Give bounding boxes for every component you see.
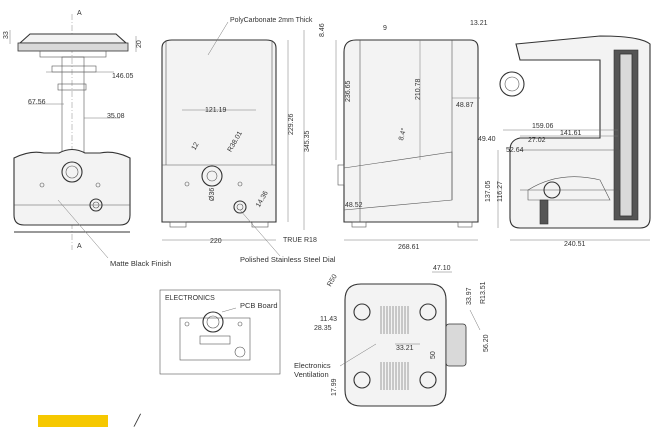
dim-229-26: 229.26: [288, 113, 295, 135]
dim-true-r18: TRUE R18: [283, 237, 317, 244]
dim-116-27: 116.27: [497, 181, 504, 202]
dim-13-21: 13.21: [470, 20, 488, 27]
dim-27-02: 27.02: [528, 137, 546, 144]
dim-268-61: 268.61: [398, 244, 420, 251]
dim-dia-36: Ø36: [209, 188, 216, 201]
vent-label-2: Ventilation: [294, 370, 329, 379]
dim-8-46: 8.46: [319, 23, 326, 37]
dim-146-05: 146.05: [112, 73, 134, 80]
dim-9: 9: [383, 25, 387, 32]
dim-33: 33: [3, 31, 10, 39]
dim-240-51: 240.51: [564, 241, 586, 248]
dim-159-06: 159.06: [532, 123, 554, 130]
section-marker-bottom: A: [77, 243, 82, 250]
dim-20: 20: [136, 40, 143, 48]
side-view: 8.46 9 13.21 236.65 210.78 48.87 8.4° 49…: [319, 20, 496, 251]
section-view: 159.06 141.61 27.02 52.64 137.05 116.27 …: [485, 35, 651, 248]
dim-49-40: 49.40: [478, 136, 496, 143]
dim-56-20: 56.20: [483, 334, 490, 352]
dim-121-19: 121.19: [205, 107, 227, 114]
dim-28-35: 28.35: [314, 325, 332, 332]
dim-r13-51: R13.51: [480, 281, 487, 304]
dim-220: 220: [210, 238, 222, 245]
bottom-view: R50 47.10 33.97 R13.51 11.43 28.35 33.21…: [294, 265, 490, 407]
vent-label-1: Electronics: [294, 361, 331, 370]
dim-67-56: 67.56: [28, 99, 46, 106]
dim-50: 50: [430, 351, 437, 359]
dim-angle-8-4: 8.4°: [397, 127, 408, 141]
dim-236-65: 236.65: [345, 80, 352, 102]
pcb-board-label: PCB Board: [240, 301, 278, 310]
polycarbonate-callout: PolyCarbonate 2mm Thick: [230, 17, 313, 24]
dim-47-10: 47.10: [433, 265, 451, 272]
electronics-title: ELECTRONICS: [165, 295, 215, 302]
dim-35-08: 35.08: [107, 113, 125, 120]
dim-137-05: 137.05: [485, 180, 492, 202]
dim-33-21: 33.21: [396, 345, 414, 352]
dim-48-52: 48.52: [345, 202, 363, 209]
dim-52-64: 52.64: [506, 147, 524, 154]
logo-block: [38, 415, 108, 427]
electronics-detail: ELECTRONICS PCB Board: [159, 289, 281, 375]
dim-48-87: 48.87: [456, 102, 474, 109]
dim-33-97: 33.97: [466, 287, 473, 305]
center-view: PolyCarbonate 2mm Thick 121.19 R38.01 12…: [161, 17, 317, 245]
dim-17-99: 17.99: [331, 378, 338, 396]
dim-12: 12: [191, 141, 201, 151]
section-marker-top: A: [77, 10, 82, 17]
dial-label: Polished Stainless Steel Dial: [240, 255, 336, 264]
front-view: A A 33 20 146.05 67.56 35.08: [3, 10, 143, 250]
dim-11-43: 11.43: [320, 316, 337, 323]
dim-141-61: 141.61: [560, 130, 582, 137]
dim-210-78: 210.78: [415, 78, 422, 100]
matte-finish-label: Matte Black Finish: [110, 259, 171, 268]
logo-mark: ╱: [134, 415, 141, 427]
dim-345-35: 345.35: [304, 130, 311, 152]
dim-r50: R50: [326, 273, 339, 288]
